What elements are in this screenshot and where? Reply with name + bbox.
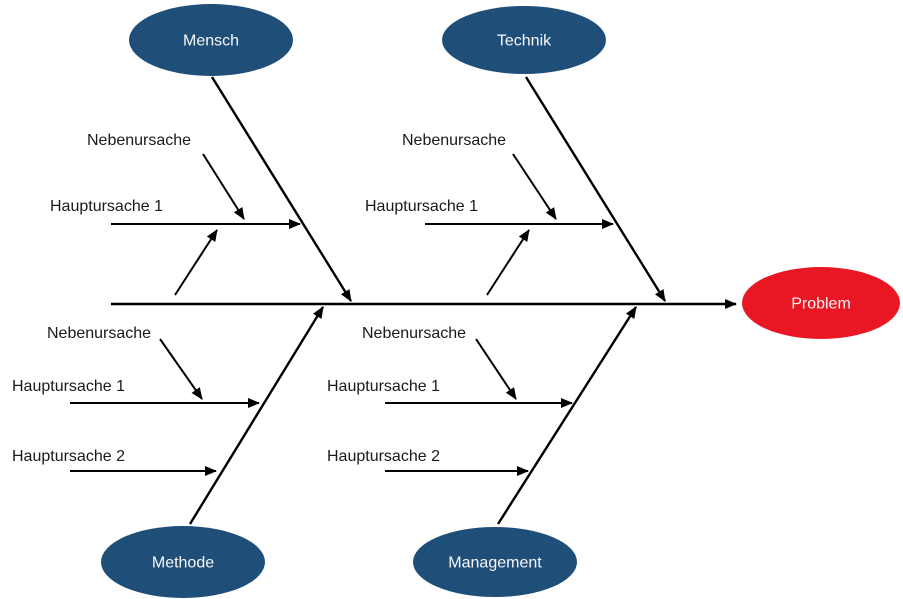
methode-label: Methode (152, 555, 214, 572)
mensch-bone-line (210, 76, 353, 302)
management-hauptursache1-label: Hauptursache 1 (327, 378, 440, 395)
mensch-nebenursache-arrow (202, 153, 245, 220)
technik-bone-line (524, 76, 667, 302)
management-hauptursache2-label: Hauptursache 2 (327, 448, 440, 465)
problem-label: Problem (791, 296, 851, 313)
management-nebenursache-arrow (475, 338, 517, 400)
mensch-sub-arrow (174, 229, 218, 296)
methode-bone-line (188, 306, 325, 525)
methode-hauptursache2-label: Hauptursache 2 (12, 448, 125, 465)
management-nebenursache-label: Nebenursache (362, 325, 466, 342)
branch-technik: Nebenursache Hauptursache 1 Technik (365, 6, 667, 302)
problem-ellipse (742, 267, 900, 339)
technik-hauptursache1-label: Hauptursache 1 (365, 198, 478, 215)
methode-nebenursache-label: Nebenursache (47, 325, 151, 342)
methode-ellipse (101, 526, 265, 598)
branch-methode: Nebenursache Hauptursache 1 Hauptursache… (12, 306, 325, 598)
management-ellipse (413, 527, 577, 597)
technik-sub-arrow (486, 229, 530, 296)
mensch-label: Mensch (183, 33, 239, 50)
methode-hauptursache1-label: Hauptursache 1 (12, 378, 125, 395)
management-bone-line (496, 306, 638, 525)
problem-node: Problem (742, 267, 900, 339)
management-label: Management (448, 555, 542, 572)
mensch-ellipse (129, 4, 293, 76)
technik-ellipse (442, 6, 606, 74)
methode-nebenursache-arrow (159, 338, 203, 400)
branch-mensch: Nebenursache Hauptursache 1 Mensch (50, 4, 353, 302)
technik-label: Technik (497, 33, 552, 50)
technik-nebenursache-arrow (512, 153, 557, 220)
mensch-nebenursache-label: Nebenursache (87, 132, 191, 149)
mensch-hauptursache1-label: Hauptursache 1 (50, 198, 163, 215)
branch-management: Nebenursache Hauptursache 1 Hauptursache… (327, 306, 638, 597)
technik-nebenursache-label: Nebenursache (402, 132, 506, 149)
